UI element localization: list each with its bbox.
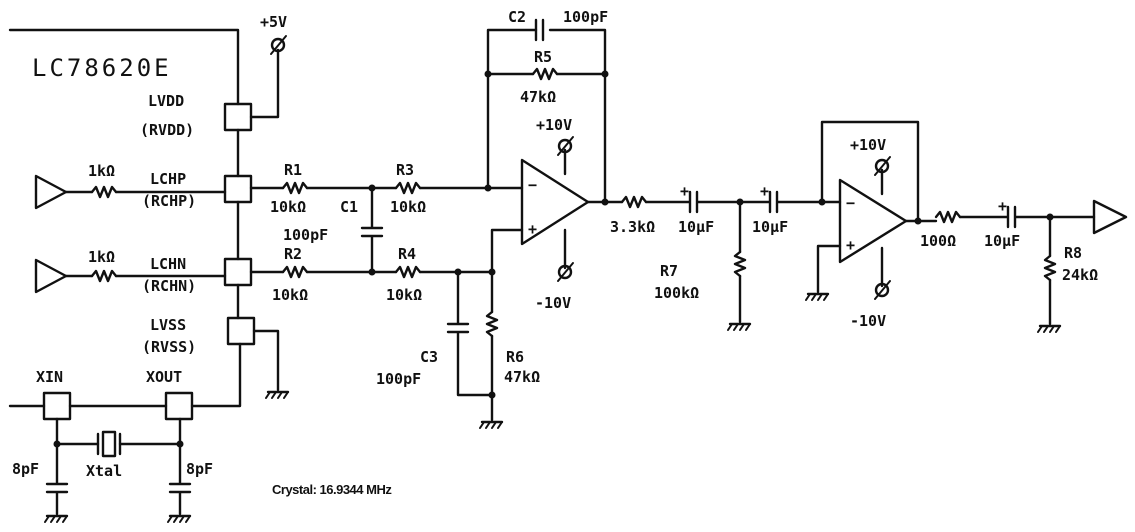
r8-value: 24kΩ [1062,266,1098,284]
svg-text:+: + [528,220,537,238]
supply-5v-label: +5V [260,13,287,31]
c-10u-a-value: 10μF [678,218,714,236]
r7-label: R7 [660,262,678,280]
c1-label: C1 [340,198,358,216]
chip-outline: LC78620E [8,28,240,106]
ground-icon [166,514,192,524]
ground-icon [804,292,830,302]
pin-label-lchn: LCHN [150,255,186,273]
svg-text:+: + [760,182,769,200]
pin-label-rchn: (RCHN) [142,277,196,295]
opamp1-vneg: -10V [535,294,571,312]
xtal-label: Xtal [86,462,122,480]
pin-xout-box [164,391,194,421]
r8-label: R8 [1064,244,1082,262]
r3-label: R3 [396,161,414,179]
ground-icon [43,514,69,524]
opamp-2: − + +10V -10V [838,136,908,330]
c-8p-a-value: 8pF [12,460,39,478]
r2-value: 10kΩ [272,286,308,304]
chip-name: LC78620E [32,54,172,82]
pin-label-rvss: (RVSS) [142,338,196,356]
pin-label-lvss: LVSS [150,316,186,334]
r4-value: 10kΩ [386,286,422,304]
pin-label-rchp: (RCHP) [142,192,196,210]
ground-icon [1036,324,1062,334]
supply-5v: +5V [249,13,287,119]
input-buffer-p: 1kΩ [34,162,227,210]
opamp2-vneg: -10V [850,312,886,330]
pin-lvss-box [226,316,256,346]
crystal-xtal [96,430,122,458]
c-8p-b-value: 8pF [186,460,213,478]
ground-icon [264,390,290,400]
pin-label-xout: XOUT [146,368,182,386]
c2-label: C2 [508,8,526,26]
pin-label-xin: XIN [36,368,63,386]
r-100-value: 100Ω [920,232,956,250]
r1-label: R1 [284,161,302,179]
r-in-p-value: 1kΩ [88,162,115,180]
c3-value: 100pF [376,370,421,388]
opamp-1: − + +10V -10V [520,116,590,312]
ground-icon [726,322,752,332]
pin-label-lvdd: LVDD [148,92,184,110]
opamp1-vpos: +10V [536,116,572,134]
pin-lvdd-box [223,102,253,132]
svg-text:+: + [998,197,1007,215]
pin-lchn-box [223,257,253,287]
crystal-note: Crystal: 16.9344 MHz [272,482,392,497]
r6-label: R6 [506,348,524,366]
pin-label-lchp: LCHP [150,170,186,188]
c3-label: C3 [420,348,438,366]
r5-label: R5 [534,48,552,66]
r-33k-value: 3.3kΩ [610,218,655,236]
c2-value: 100pF [563,8,608,26]
r6-value: 47kΩ [504,368,540,386]
svg-text:+: + [680,182,689,200]
svg-text:+: + [846,236,855,254]
c-10u-c-value: 10μF [984,232,1020,250]
pin-label-rvdd: (RVDD) [140,121,194,139]
r2-label: R2 [284,245,302,263]
r7-value: 100kΩ [654,284,699,302]
r4-label: R4 [398,245,416,263]
pin-lchp-box [223,174,253,204]
r3-value: 10kΩ [390,198,426,216]
pin-xin-box [42,391,72,421]
r1-value: 10kΩ [270,198,306,216]
opamp2-vpos: +10V [850,136,886,154]
c1-value: 100pF [283,226,328,244]
ground-icon [478,420,504,430]
output-buffer [1092,199,1128,235]
input-buffer-n: 1kΩ [34,248,227,294]
svg-text:−: − [528,176,537,194]
r5-value: 47kΩ [520,88,556,106]
svg-text:−: − [846,194,855,212]
r-in-n-value: 1kΩ [88,248,115,266]
c-10u-b-value: 10μF [752,218,788,236]
